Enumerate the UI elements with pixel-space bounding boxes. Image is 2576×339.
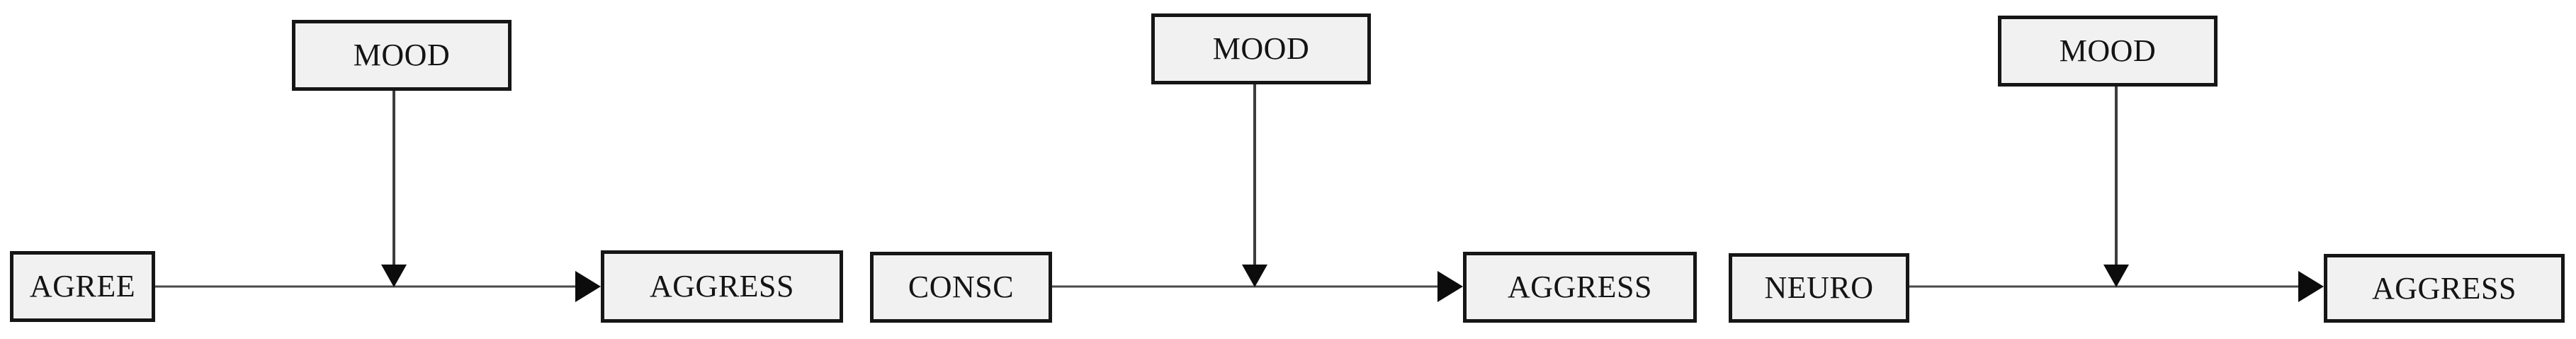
- arrowhead-mood2-to-path: [1242, 265, 1267, 287]
- node-aggress-1[interactable]: AGGRESS: [601, 250, 843, 323]
- node-mood-1[interactable]: MOOD: [292, 20, 512, 91]
- arrowhead-mood3-to-path: [2103, 265, 2129, 287]
- arrowhead-mood1-to-path: [381, 265, 407, 287]
- node-aggress-2-label: AGGRESS: [1508, 269, 1652, 304]
- node-aggress-3[interactable]: AGGRESS: [2324, 254, 2565, 323]
- node-mood-1-label: MOOD: [353, 38, 451, 72]
- node-mood-3[interactable]: MOOD: [1998, 16, 2218, 87]
- node-neuro-label: NEURO: [1764, 270, 1874, 305]
- node-agree[interactable]: AGREE: [10, 251, 155, 322]
- node-agree-label: AGREE: [29, 269, 136, 304]
- arrowhead-agree-to-aggress: [575, 271, 601, 302]
- node-consc-label: CONSC: [908, 269, 1015, 304]
- arrowhead-neuro-to-aggress: [2298, 271, 2324, 302]
- node-consc[interactable]: CONSC: [870, 252, 1052, 323]
- node-aggress-3-label: AGGRESS: [2372, 270, 2516, 306]
- node-mood-3-label: MOOD: [2059, 33, 2157, 68]
- node-aggress-1-label: AGGRESS: [650, 269, 794, 304]
- node-aggress-2[interactable]: AGGRESS: [1463, 252, 1697, 323]
- node-mood-2[interactable]: MOOD: [1151, 13, 1371, 84]
- node-neuro[interactable]: NEURO: [1729, 253, 1909, 323]
- arrowhead-consc-to-aggress: [1437, 271, 1463, 302]
- node-mood-2-label: MOOD: [1212, 31, 1310, 66]
